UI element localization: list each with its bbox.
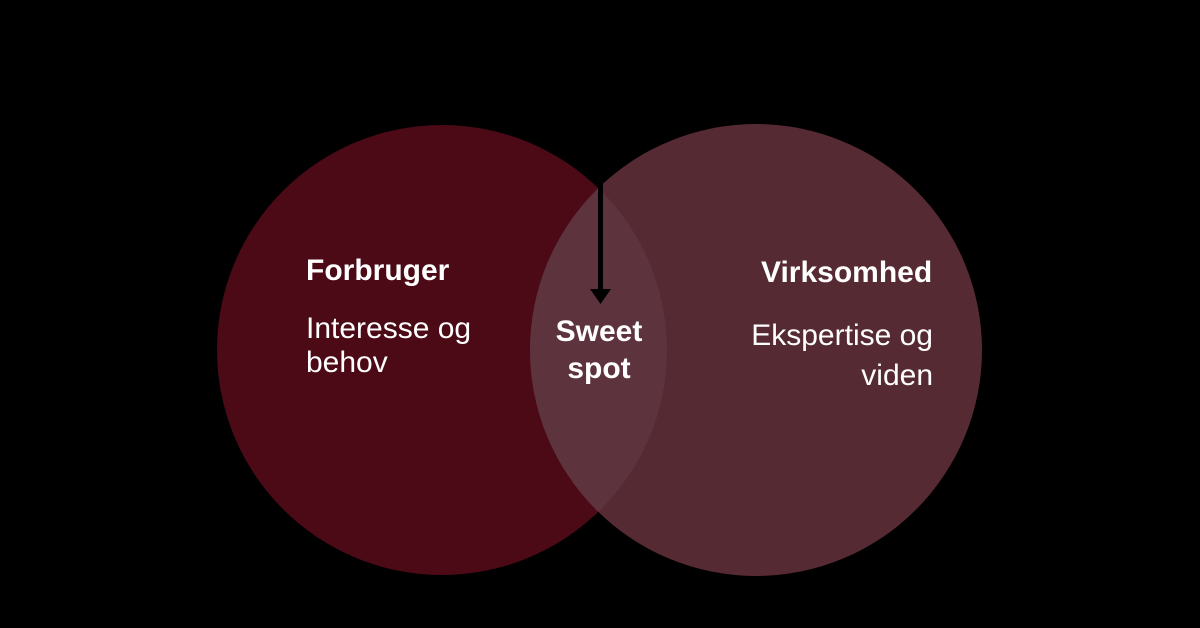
virksomhed-heading: Virksomhed [761,256,933,289]
down-arrow-head [590,289,611,304]
sweet-spot-label: Sweet spot [555,315,643,385]
virksomhed-description: Ekspertise og viden [751,319,933,392]
forbruger-description: Interesse og behov [306,312,472,379]
left-circle [217,125,667,575]
down-arrow [590,180,611,304]
right-circle [530,124,982,576]
forbruger-heading: Forbruger [306,254,450,287]
